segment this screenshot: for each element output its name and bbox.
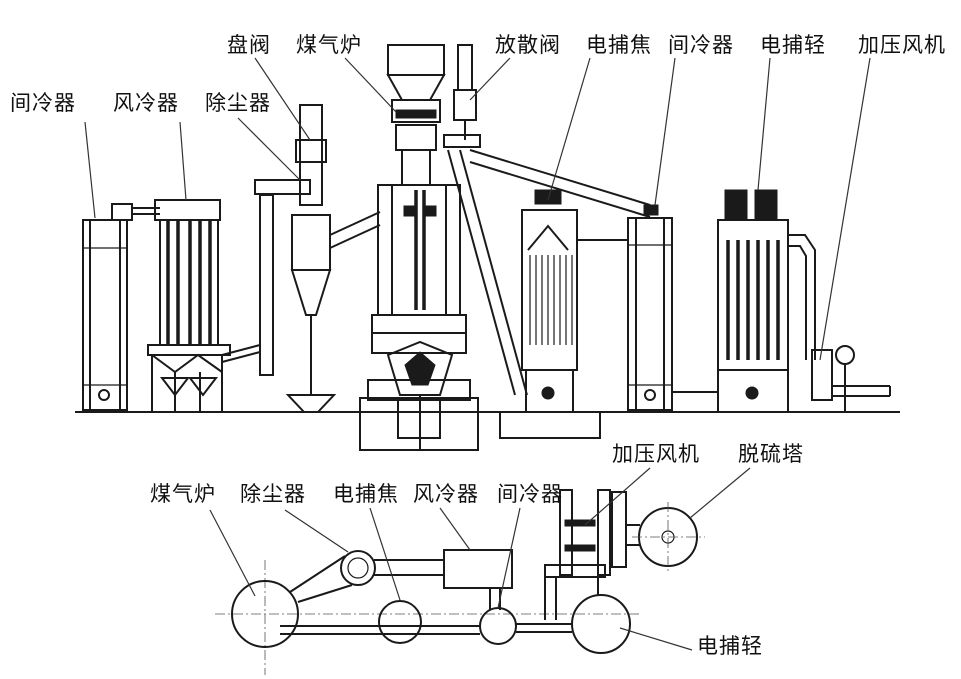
plan-label-light-oil-precipitator: 电捕轻 (697, 634, 763, 658)
indirect-cooler-left-unit (82, 203, 133, 411)
plan-leader-lines (209, 467, 751, 651)
plan-air-cooler-box (443, 549, 513, 589)
label-light-oil-precipitator: 电捕轻 (760, 33, 826, 57)
elevation-leader-lines (84, 57, 871, 361)
label-disc-valve: 盘阀 (227, 33, 271, 57)
plan-label-air-cooler: 风冷器 (413, 482, 479, 506)
plan-view (209, 467, 751, 675)
vent-valve-unit (443, 44, 481, 148)
label-dust-collector: 除尘器 (205, 91, 271, 115)
plan-tar-precipitator-circle (378, 600, 422, 644)
plan-label-desulfurization-tower: 脱硫塔 (738, 442, 804, 466)
label-vent-valve: 放散阀 (495, 33, 561, 57)
plan-gas-furnace-circle (231, 580, 299, 648)
air-cooler-unit (147, 199, 261, 412)
label-indirect-cooler-left: 间冷器 (10, 91, 76, 115)
label-indirect-cooler-right: 间冷器 (668, 33, 734, 57)
label-booster-fan: 加压风机 (858, 33, 946, 57)
plan-light-oil-circle (571, 594, 631, 654)
label-tar-precipitator: 电捕焦 (586, 33, 652, 57)
indirect-cooler-right-unit (627, 204, 718, 411)
label-air-cooler: 风冷器 (113, 91, 179, 115)
plan-label-gas-furnace: 煤气炉 (150, 482, 216, 506)
plan-label-booster-fan: 加压风机 (612, 442, 700, 466)
plan-dust-collector-circle (340, 550, 376, 586)
light-oil-precipitator-unit (717, 189, 816, 413)
gas-furnace-unit (359, 44, 479, 451)
plan-label-dust-collector: 除尘器 (240, 482, 306, 506)
plan-label-tar-precipitator: 电捕焦 (333, 482, 399, 506)
plan-indirect-cooler-circle (479, 607, 517, 645)
elevation-view (75, 44, 900, 451)
dust-collector-unit (285, 104, 381, 413)
label-gas-furnace: 煤气炉 (296, 33, 362, 57)
tar-precipitator-unit (499, 189, 628, 439)
plan-label-indirect-cooler: 间冷器 (497, 482, 563, 506)
booster-fan-unit (811, 345, 891, 412)
